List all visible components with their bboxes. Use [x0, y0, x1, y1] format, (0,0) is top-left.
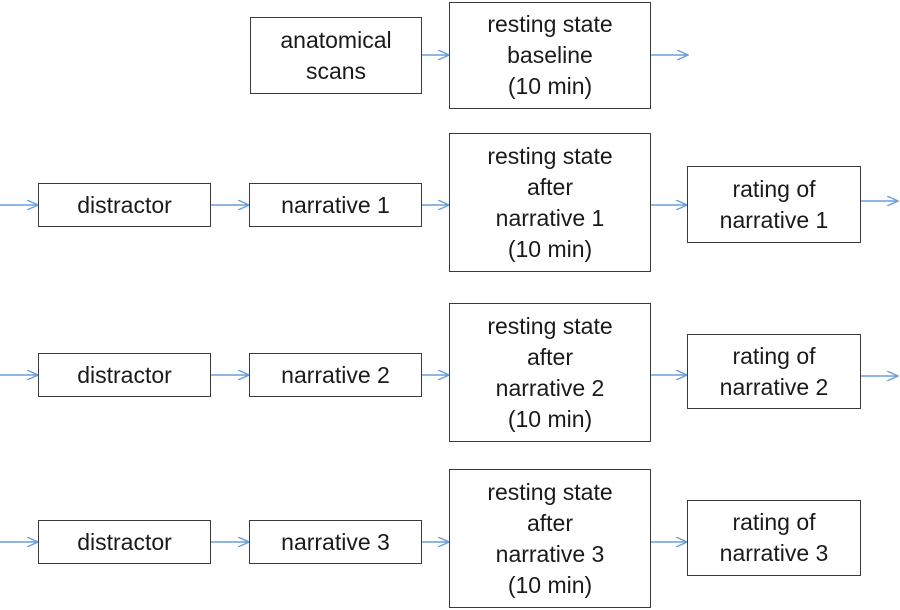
box-label-line: resting state: [487, 478, 613, 505]
row1-distractor-box: distractor: [38, 183, 211, 227]
box-label-line: resting state: [487, 312, 613, 339]
row3-narrative-box: narrative 3: [249, 520, 422, 564]
box-label-line: baseline: [507, 42, 593, 68]
box-label-line: narrative 1: [281, 191, 390, 218]
box-label-line: distractor: [77, 361, 172, 388]
row1-rating-box: rating of narrative 1: [687, 166, 861, 243]
box-label-line: narrative 3: [719, 540, 829, 566]
row2-resting-box: resting state after narrative 2 (10 min): [449, 303, 651, 442]
row3-resting-box: resting state after narrative 3 (10 min): [449, 469, 651, 608]
box-label-line: narrative 3: [495, 540, 605, 567]
anatomical-scans-box: anatomical scans: [250, 17, 422, 94]
box-label-line: after: [526, 509, 573, 536]
box-label-line: narrative 3: [281, 528, 390, 555]
box-label-line: (10 min): [507, 571, 593, 598]
box-label-line: distractor: [77, 191, 172, 218]
box-label-line: narrative 1: [719, 206, 829, 233]
box-label-line: resting state: [487, 11, 613, 37]
row3-rating-box: rating of narrative 3: [687, 500, 861, 576]
box-label-line: narrative 2: [719, 373, 829, 400]
box-label-line: resting state: [487, 142, 613, 169]
resting-baseline-box: resting state baseline (10 min): [449, 2, 651, 109]
box-label-line: rating of: [732, 342, 816, 369]
box-label-line: rating of: [732, 175, 816, 202]
box-label-line: scans: [305, 57, 367, 84]
box-label-line: narrative 1: [495, 204, 605, 231]
row1-narrative-box: narrative 1: [249, 183, 422, 227]
box-label-line: rating of: [732, 509, 816, 535]
box-label-line: distractor: [77, 528, 172, 555]
row2-rating-box: rating of narrative 2: [687, 334, 861, 409]
box-label-line: (10 min): [507, 73, 593, 99]
row2-distractor-box: distractor: [38, 353, 211, 397]
row2-narrative-box: narrative 2: [249, 353, 422, 397]
box-label-line: after: [526, 173, 573, 200]
box-label-line: narrative 2: [281, 361, 390, 388]
box-label-line: after: [526, 343, 573, 370]
row3-distractor-box: distractor: [38, 520, 211, 564]
box-label-line: (10 min): [507, 235, 593, 262]
box-label-line: anatomical: [280, 26, 392, 53]
box-label-line: narrative 2: [495, 374, 605, 401]
row1-resting-box: resting state after narrative 1 (10 min): [449, 133, 651, 272]
box-label-line: (10 min): [507, 405, 593, 432]
